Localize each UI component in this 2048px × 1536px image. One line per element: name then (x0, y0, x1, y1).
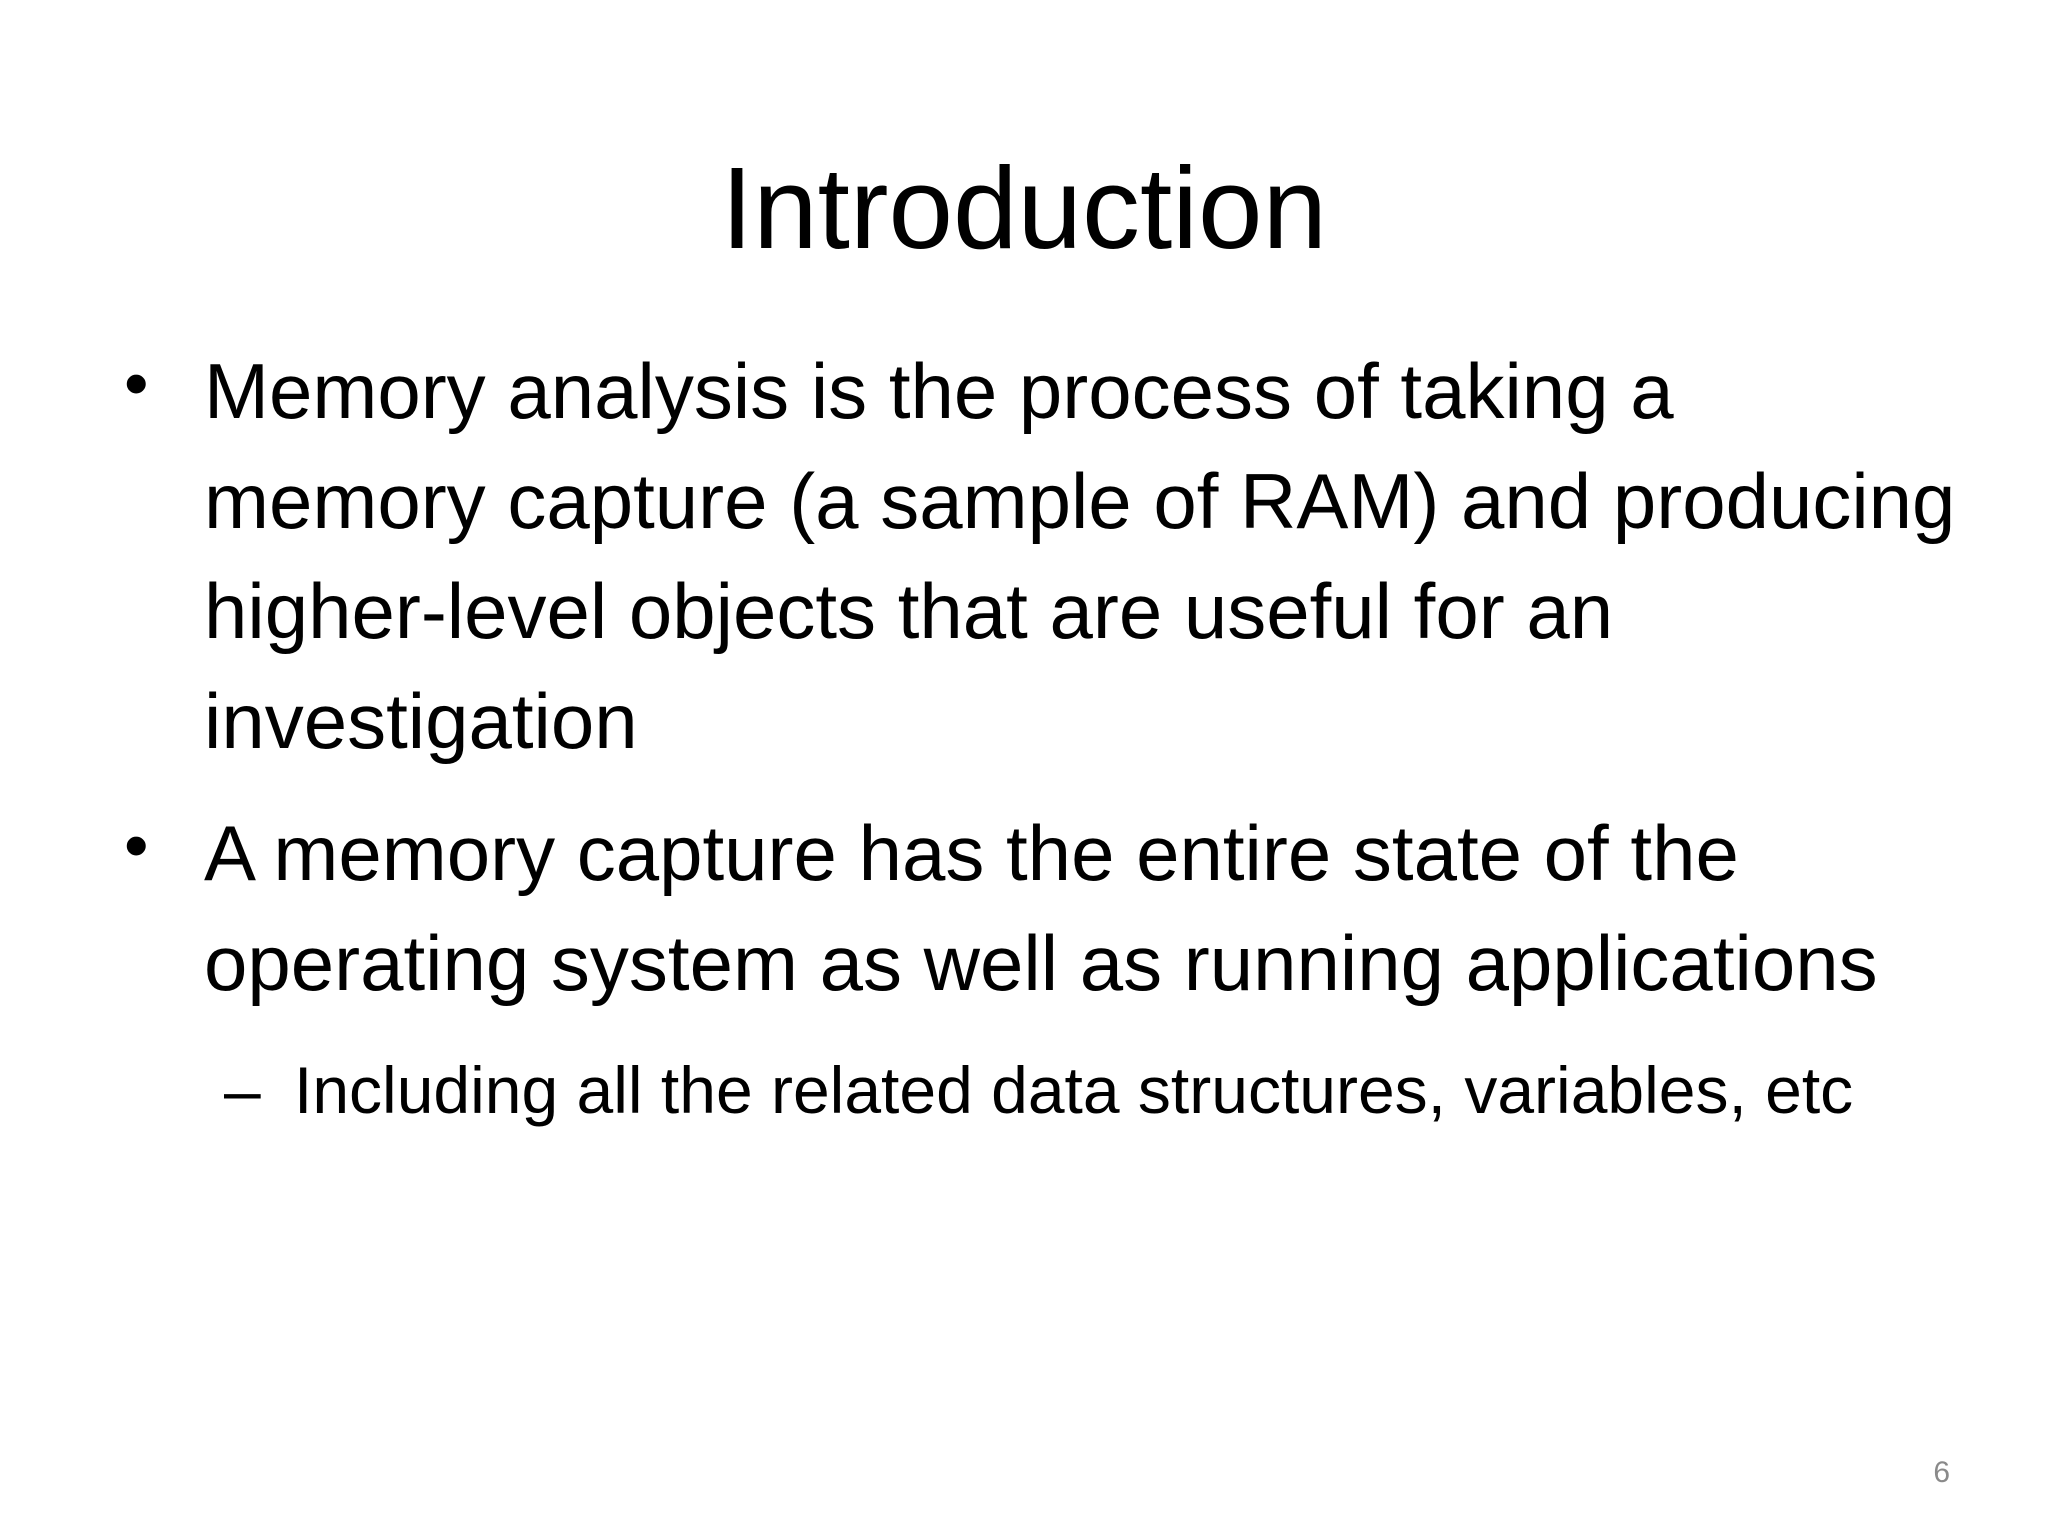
bullet-text: Memory analysis is the process of taking… (204, 347, 1956, 765)
bullet-item: • Memory analysis is the process of taki… (124, 336, 1964, 776)
bullet-marker: • (124, 344, 149, 422)
sub-bullet-marker: – (224, 1053, 261, 1127)
page-number: 6 (1933, 1456, 1950, 1489)
sub-bullet-item: – Including all the related data structu… (224, 1040, 1934, 1140)
bullet-item: • A memory capture has the entire state … (124, 798, 1964, 1018)
bullet-marker: • (124, 806, 149, 884)
sub-bullet-text: Including all the related data structure… (294, 1053, 1854, 1127)
bullet-text: A memory capture has the entire state of… (204, 809, 1878, 1007)
slide-title: Introduction (720, 143, 1328, 273)
slide-body: • Memory analysis is the process of taki… (124, 336, 1964, 1140)
